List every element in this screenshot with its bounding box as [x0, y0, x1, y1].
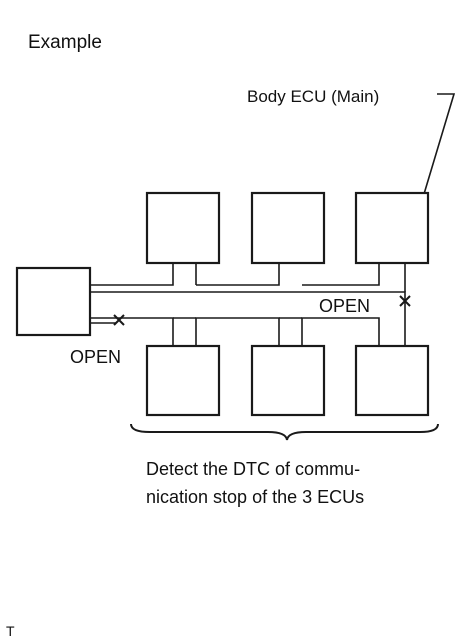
- body-ecu-main-box: [354, 191, 430, 265]
- body-ecu-main-label: Body ECU (Main): [247, 87, 379, 106]
- caption-line-2: nication stop of the 3 ECUs: [146, 487, 364, 507]
- corner-tag: T: [6, 623, 15, 639]
- caption-line-1: Detect the DTC of commu-: [146, 459, 360, 479]
- example-heading: Example: [28, 32, 102, 53]
- lower-bus: [90, 317, 380, 346]
- ecu-bottom-2-box: [250, 344, 326, 417]
- open-label-right: OPEN: [319, 296, 370, 316]
- open-marker-right: [399, 295, 411, 307]
- bottom-ecus-brace: [130, 423, 439, 441]
- open-marker-left: [113, 314, 125, 326]
- ecu-top-2-box: [250, 191, 326, 265]
- open-label-left: OPEN: [70, 347, 121, 367]
- gateway-ecu-box: [15, 266, 92, 337]
- body-ecu-leader-line: [423, 93, 456, 195]
- ecu-bottom-3-box: [354, 344, 430, 417]
- ecu-top-1-box: [145, 191, 221, 265]
- ecu-bottom-1-box: [145, 344, 221, 417]
